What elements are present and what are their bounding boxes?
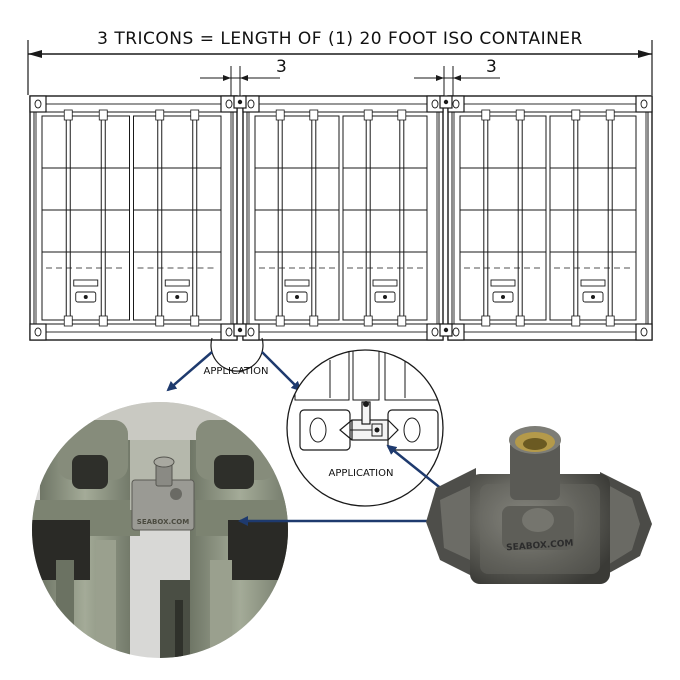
gap-label-right: 3 [486, 57, 497, 77]
tricon-section-2-inner [248, 103, 438, 333]
tricon-section-3-bar-cam [515, 109, 525, 121]
tricon-section-1-corner-casting [29, 95, 47, 113]
tricon-section-2-door-latch [374, 291, 396, 303]
container-photo-circle: SEABOX.COM [32, 402, 288, 658]
tricon-section-1-door-latch [75, 291, 97, 303]
tricon-section-2-door [254, 115, 340, 321]
tricon-section-1-latch-pin [175, 295, 180, 299]
tricon-section-3-corner-hole [452, 99, 460, 109]
tricon-section-2-bar-cam [363, 109, 373, 121]
tricon-product-photo: SEABOX.COM [426, 426, 652, 584]
tricon-section-2-door-handle [372, 279, 398, 287]
tricon-section-3-bar-cam [481, 315, 491, 327]
tricon-section-1-door-latch [166, 291, 188, 303]
application-detail-circle [286, 349, 444, 507]
tricon-section-2-latch-pin [383, 295, 387, 299]
brand-text-product: SEABOX.COM [506, 539, 574, 554]
tricon-section-2-latch-pin [295, 295, 299, 299]
overall-dimension [27, 40, 653, 95]
tricon-section-1-door-handle [164, 279, 190, 287]
tricon-section-3-bar-cam [481, 109, 491, 121]
tricon-section-2-door-latch [286, 291, 308, 303]
tricon-section-1-corner-hole [225, 99, 233, 109]
tricon-section-3-door [549, 115, 637, 321]
tricon-section-3-latch-pin [591, 295, 595, 299]
tricon-section-2-bar-cam [397, 315, 407, 327]
tricon-section-3-bar-cam [571, 109, 581, 121]
application-label-detail: APPLICATION [329, 468, 394, 479]
tricon-section-2-corner-hole [431, 327, 439, 337]
tricon-connector-pin [237, 327, 243, 333]
tricon-section-3-bar-cam [605, 109, 615, 121]
arrow-to-detail [261, 351, 302, 392]
tricon-section-2-corner-hole [247, 99, 255, 109]
tricon-section-2-bar-cam [309, 315, 319, 327]
tricon-section-1-bar-cam [190, 109, 200, 121]
tricon-section-3-bar-cam [605, 315, 615, 327]
tricon-section-1-door-handle [73, 279, 99, 287]
tricon-section-3-bar-cam [515, 315, 525, 327]
tricon-section-1-bar-cam [63, 315, 73, 327]
tricon-section-3-bar-cam [571, 315, 581, 327]
tricon-section-2 [242, 95, 444, 341]
tricon-section-3-door [459, 115, 547, 321]
tricon-section-3-corner-casting [635, 323, 653, 341]
tricon-section-1-corner-casting [29, 323, 47, 341]
application-label-top: APPLICATION [204, 366, 269, 377]
tricon-section-2-bar-cam [309, 109, 319, 121]
tricon-connector-pin [443, 99, 449, 105]
tricon-section-3-corner-hole [452, 327, 460, 337]
tricon-section-3-door-latch [582, 291, 604, 303]
tricon-section-2-corner-hole [247, 327, 255, 337]
tricon-section-1-bar-cam [155, 315, 165, 327]
tricon-section-1-door [133, 115, 222, 321]
tricon-section-2-door-handle [284, 279, 310, 287]
gap-dimension-right [414, 66, 500, 96]
tricon-section-2-bar-cam [397, 109, 407, 121]
tricon-section-3-inner [453, 103, 647, 333]
tricon-section-3-latch-pin [501, 295, 505, 299]
tricon-section-3-corner-hole [640, 99, 648, 109]
gap-label-left: 3 [276, 57, 287, 77]
tricon-connector-pin [237, 99, 243, 105]
tricon-connector-pin [443, 327, 449, 333]
tricon-section-1-inner [35, 103, 232, 333]
tricon-section-3-corner-hole [640, 327, 648, 337]
tricon-section-2-corner-hole [431, 99, 439, 109]
tricon-section-1-bar-cam [63, 109, 73, 121]
tricon-section-3-corner-casting [635, 95, 653, 113]
tricon-section-1-bar-cam [98, 109, 108, 121]
tricon-section-1-bar-cam [155, 109, 165, 121]
tricon-section-1-corner-hole [34, 327, 42, 337]
tricon-section-1-door [41, 115, 130, 321]
application-callout-circle [210, 337, 264, 372]
diagram-title: 3 TRICONS = LENGTH OF (1) 20 FOOT ISO CO… [97, 29, 583, 49]
tricon-section-1-bar-cam [190, 315, 200, 327]
arrow-to-photo [166, 351, 213, 392]
tricon-section-1-latch-pin [83, 295, 88, 299]
tricon-section-2-bar-cam [275, 109, 285, 121]
tricon-section-1-bar-cam [98, 315, 108, 327]
tricon-section-2-door [342, 115, 428, 321]
tricon-section-1-corner-hole [34, 99, 42, 109]
tricon-section-1 [29, 95, 238, 341]
tricon-section-3-door-latch [492, 291, 514, 303]
tricon-section-2-bar-cam [275, 315, 285, 327]
tricon-section-3 [447, 95, 653, 341]
gap-dimension-left [200, 66, 280, 96]
brand-text-photo: SEABOX.COM [137, 518, 189, 526]
tricon-container-elevation [29, 95, 653, 341]
tricon-section-3-door-handle [580, 279, 606, 287]
tricon-section-1-corner-hole [225, 327, 233, 337]
tricon-section-2-bar-cam [363, 315, 373, 327]
tricon-section-3-door-handle [490, 279, 516, 287]
